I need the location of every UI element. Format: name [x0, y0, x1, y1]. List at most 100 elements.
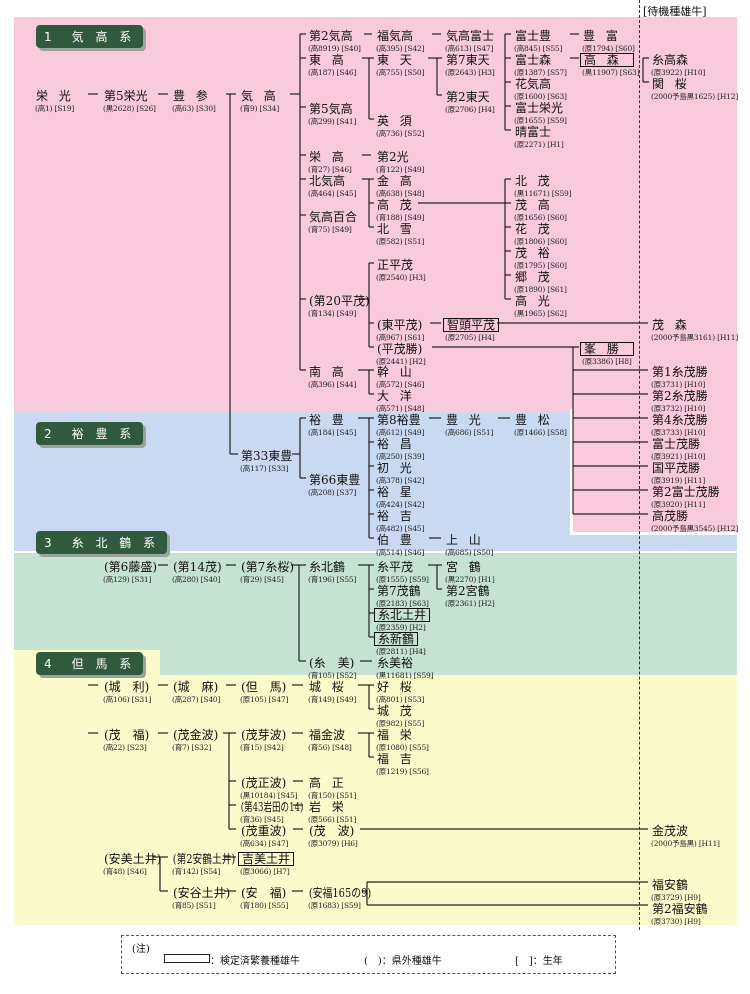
- bull-node: (第43岩田の14)(育36) [S45]: [240, 798, 330, 824]
- bull-name: 糸北土井: [374, 608, 431, 622]
- bull-registration: (高685) [S50]: [445, 548, 494, 557]
- bull-node: (安美土井)(育48) [S46]: [103, 850, 162, 876]
- bull-name: 初光: [377, 461, 423, 475]
- bull-name: 富士森: [515, 53, 552, 67]
- bull-node: 金茂波(2000予島黒) [H11]: [651, 822, 720, 848]
- bull-registration: (黒11681) [S59]: [376, 671, 434, 680]
- bull-node: (第20平茂)(育134) [S49]: [308, 292, 371, 318]
- legend-out-of-prefecture: ( )：県外種雄牛: [364, 956, 442, 967]
- bull-name: (第7糸桜): [241, 560, 294, 574]
- bull-name: 好桜: [377, 680, 423, 694]
- bull-registration: (原1600) [S63]: [514, 92, 567, 101]
- bull-name: 第4糸茂勝: [652, 413, 708, 427]
- bull-name: 城茂: [377, 704, 423, 718]
- bull-registration: (育142) [S54]: [172, 867, 221, 876]
- bull-node: 第5栄光(黒2628) [S26]: [103, 87, 156, 113]
- bull-node: 福安鶴(原3729) [H9]: [651, 876, 701, 902]
- bull-node: (城 利)(高106) [S31]: [103, 678, 151, 704]
- bull-node: 東高(高187) [S46]: [308, 51, 356, 77]
- bull-name: 糸美裕: [377, 656, 414, 670]
- bull-node: 茂森(2000予島黒3161) [H11]: [651, 316, 738, 342]
- bull-registration: (原3729) [H9]: [651, 893, 701, 902]
- bull-name: 正平茂: [377, 258, 414, 272]
- bull-registration: (高424) [S42]: [376, 500, 425, 509]
- bull-registration: (高396) [S44]: [308, 380, 357, 389]
- bull-name: (茂芽波): [241, 728, 287, 742]
- bull-name: 花気高: [515, 77, 552, 91]
- bull-name: 気高: [241, 89, 287, 103]
- bull-registration: (高967) [S61]: [376, 333, 425, 342]
- bull-node: (茂芽波)(育15) [S42]: [240, 726, 287, 752]
- bull-node: 東天(高755) [S50]: [376, 51, 424, 77]
- bull-name: 第2糸茂勝: [652, 389, 708, 403]
- bull-registration: (高280) [S40]: [172, 575, 221, 584]
- bull-registration: (育149) [S49]: [308, 695, 357, 704]
- bull-node: 裕吉(高482) [S45]: [376, 507, 424, 533]
- bull-node: 糸美裕(黒11681) [S59]: [376, 654, 434, 680]
- bull-registration: (育134) [S49]: [308, 309, 357, 318]
- bull-registration: (育56) [S48]: [308, 743, 352, 752]
- bull-node: 第4糸茂勝(原3733) [H10]: [651, 411, 709, 437]
- bull-name: 裕星: [377, 485, 423, 499]
- bull-registration: (高208) [S37]: [308, 488, 357, 497]
- certified-bull-node: 智頭平茂(原2705) [H4]: [443, 316, 500, 342]
- bull-registration: (2000予島黒3161) [H11]: [651, 333, 739, 342]
- legend-certified: ：検定済繁養種雄牛: [210, 956, 300, 967]
- bull-name: (糸 美): [309, 656, 355, 670]
- bull-registration: (高514) [S46]: [376, 548, 425, 557]
- bull-name: 上山: [446, 533, 492, 547]
- bull-node: 高光(黒1965) [S62]: [514, 292, 567, 318]
- bull-registration: (原1466) [S58]: [514, 428, 567, 437]
- bull-node: 福栄(原1080) [S55]: [376, 726, 429, 752]
- bull-registration: (高187) [S46]: [308, 68, 357, 77]
- bull-node: 糸平茂(原1555) [S59]: [376, 558, 429, 584]
- bull-registration: (原2706) [H4]: [445, 105, 495, 114]
- bull-name: 福栄: [377, 728, 423, 742]
- legend-note: (注): [132, 944, 150, 955]
- bull-node: 城茂(原982) [S55]: [376, 702, 424, 728]
- bull-node: 第2光(育122) [S49]: [376, 148, 424, 174]
- bull-name: 福吉: [377, 752, 423, 766]
- bull-node: 第2富士茂勝(原3920) [H11]: [651, 483, 721, 509]
- bull-name: (安 福): [241, 886, 287, 900]
- bull-name: 北気高: [309, 174, 346, 188]
- bull-name: 岩栄: [309, 800, 355, 814]
- bull-node: 国平茂勝(原3919) [H11]: [651, 459, 705, 485]
- bull-name: 裕昌: [377, 437, 423, 451]
- bull-registration: (育105) [S52]: [308, 671, 357, 680]
- bull-registration: (原1795) [S60]: [514, 261, 567, 270]
- standby-divider: [639, 0, 640, 930]
- bull-node: 豊富(原1794) [S60]: [582, 27, 635, 53]
- bull-name: 第8裕豊: [377, 413, 421, 427]
- bull-registration: (原2811) [H4]: [376, 647, 426, 656]
- bull-node: 第2宮鶴(原2361) [H2]: [445, 582, 495, 608]
- standby-bulls-heading: [待機種雄牛]: [643, 5, 707, 18]
- bull-node: (東平茂)(高967) [S61]: [376, 316, 424, 342]
- bull-registration: (原2359) [H2]: [376, 623, 426, 632]
- bull-name: (茂 波): [309, 824, 355, 838]
- section-label-2: 2 裕 豊 系: [36, 422, 144, 445]
- bull-node: (茂 福)(高22) [S23]: [103, 726, 150, 752]
- bull-registration: (高801) [S53]: [376, 695, 425, 704]
- bull-node: 正平茂(原2540) [H3]: [376, 256, 426, 282]
- bull-registration: (高482) [S45]: [376, 524, 425, 533]
- bull-registration: (高1) [S19]: [35, 104, 75, 113]
- bull-node: 栄高(育27) [S46]: [308, 148, 356, 174]
- bull-name: 茂裕: [515, 246, 561, 260]
- bull-name: 国平茂勝: [652, 461, 701, 475]
- bull-node: (安 福)(育180) [S55]: [240, 884, 288, 910]
- bull-registration: (高736) [S52]: [376, 129, 425, 138]
- bull-node: 第2福安鶴(原3730) [H9]: [651, 900, 709, 926]
- bull-registration: (育9) [S34]: [240, 104, 280, 113]
- bull-registration: (育29) [S45]: [240, 575, 284, 584]
- bull-node: 花気高(原1600) [S63]: [514, 75, 567, 101]
- bull-registration: (原2183) [S63]: [376, 599, 429, 608]
- section-label-1: 1 気 高 系: [36, 25, 144, 48]
- bull-node: 第5気高(高299) [S41]: [308, 100, 356, 126]
- bull-registration: (原3731) [H10]: [651, 380, 706, 389]
- bull-name: 福金波: [309, 728, 346, 742]
- section-label-3: 3 糸 北 鶴 系: [36, 531, 168, 554]
- bull-name: 第2光: [377, 150, 409, 164]
- bull-registration: (原3921) [H10]: [651, 452, 706, 461]
- bull-name: 第2東天: [446, 90, 490, 104]
